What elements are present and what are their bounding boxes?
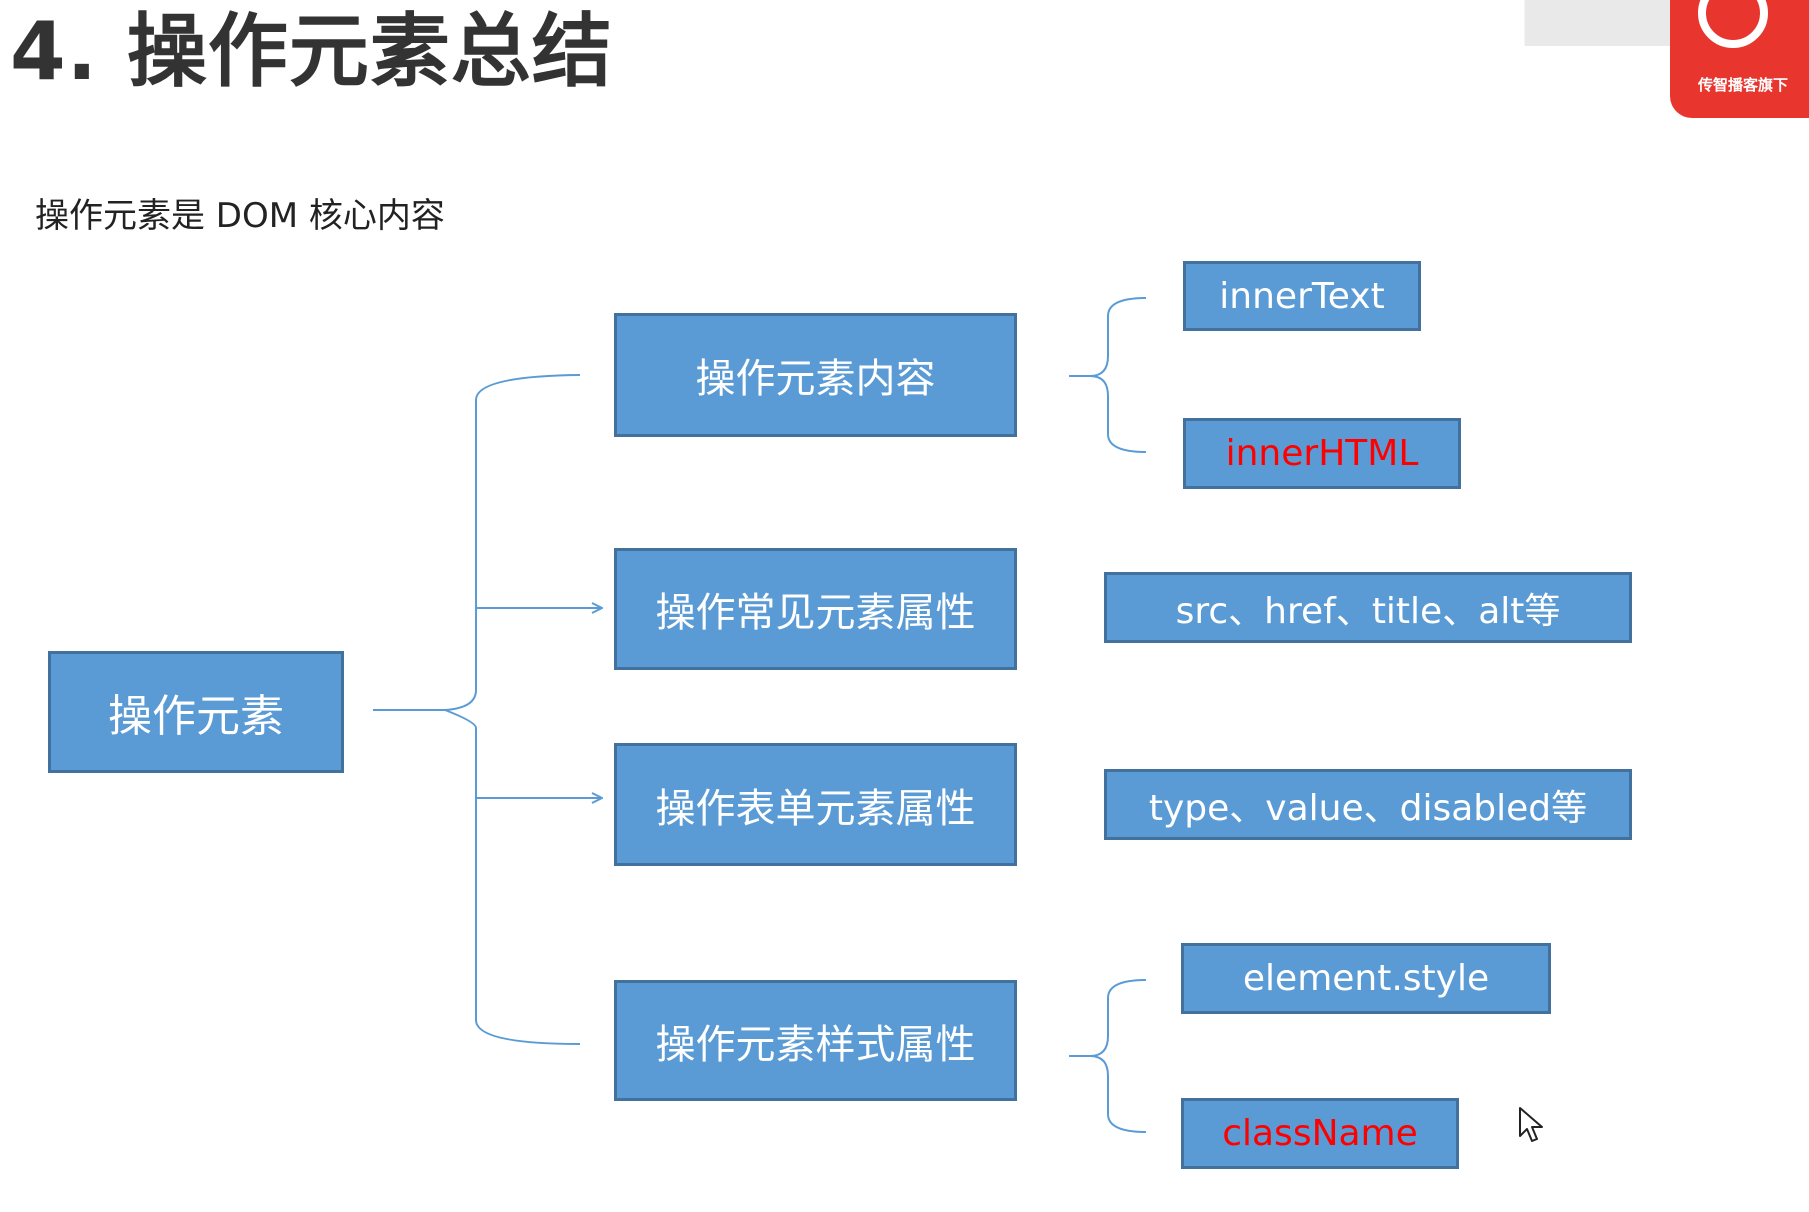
mouse-cursor-icon [1519, 1107, 1543, 1142]
slide-title: 4. 操作元素总结 [10, 5, 613, 98]
logo-text: 传智播客旗下 [1698, 76, 1789, 94]
logo-ring-icon [1698, 0, 1768, 48]
leaf-classname: className [1181, 1098, 1459, 1169]
content-bracket [1069, 297, 1147, 453]
leaf-innertext: innerText [1183, 261, 1421, 331]
branch-style-attributes: 操作元素样式属性 [614, 980, 1017, 1101]
style-bracket [1069, 979, 1147, 1133]
brand-logo: 传智播客旗下 [1670, 0, 1809, 118]
leaf-innerhtml: innerHTML [1183, 418, 1461, 489]
leaf-element-style: element.style [1181, 943, 1551, 1014]
watermark: ▇▇▇▇ [1525, 0, 1673, 46]
branch-form-attributes: 操作表单元素属性 [614, 743, 1017, 866]
root-bracket [373, 374, 581, 1045]
leaf-common-attributes: src、href、title、alt等 [1104, 572, 1632, 643]
leaf-form-attributes: type、value、disabled等 [1104, 769, 1632, 840]
root-node: 操作元素 [48, 651, 344, 773]
slide-subtitle: 操作元素是 DOM 核心内容 [35, 196, 445, 236]
branch-element-content: 操作元素内容 [614, 313, 1017, 437]
branch-common-attributes: 操作常见元素属性 [614, 548, 1017, 670]
